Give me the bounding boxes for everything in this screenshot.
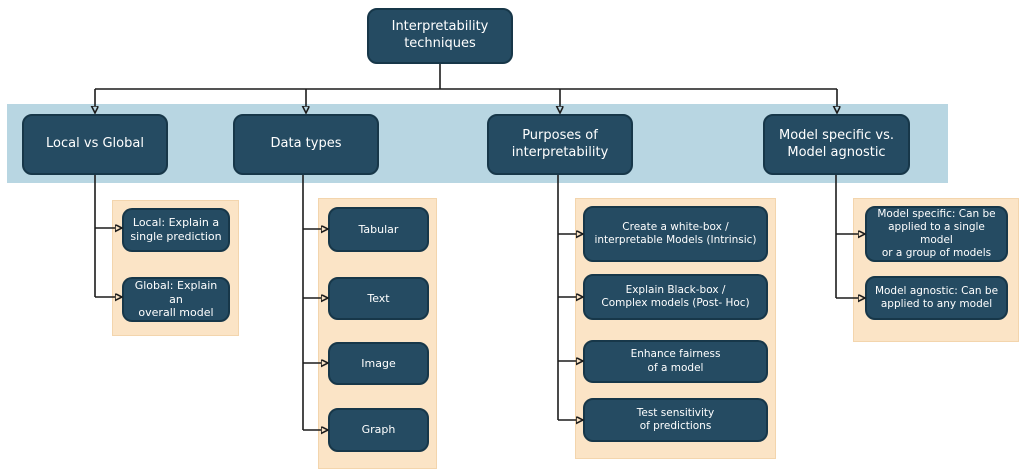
branch-node-data-types: Data types — [233, 114, 379, 175]
leaf-node-local-explain: Local: Explain a single prediction — [122, 208, 230, 252]
leaf-node-image: Image — [328, 342, 429, 385]
leaf-node-enhance-fairness: Enhance fairness of a model — [583, 340, 768, 383]
leaf-node-model-agnostic: Model agnostic: Can be applied to any mo… — [865, 276, 1008, 320]
branch-node-purposes: Purposes of interpretability — [487, 114, 633, 175]
branch-node-model-specific-agnostic: Model specific vs. Model agnostic — [763, 114, 910, 175]
leaf-node-text: Text — [328, 277, 429, 320]
leaf-node-test-sensitivity: Test sensitivity of predictions — [583, 398, 768, 442]
leaf-node-global-explain: Global: Explain an overall model — [122, 277, 230, 322]
leaf-node-black-box-post-hoc: Explain Black-box / Complex models (Post… — [583, 274, 768, 320]
leaf-node-white-box-intrinsic: Create a white-box / interpretable Model… — [583, 206, 768, 262]
leaf-node-model-specific: Model specific: Can be applied to a sing… — [865, 206, 1008, 262]
leaf-node-graph: Graph — [328, 408, 429, 452]
root-node-interpretability-techniques: Interpretability techniques — [367, 8, 513, 64]
branch-node-local-vs-global: Local vs Global — [22, 114, 168, 175]
leaf-node-tabular: Tabular — [328, 207, 429, 252]
